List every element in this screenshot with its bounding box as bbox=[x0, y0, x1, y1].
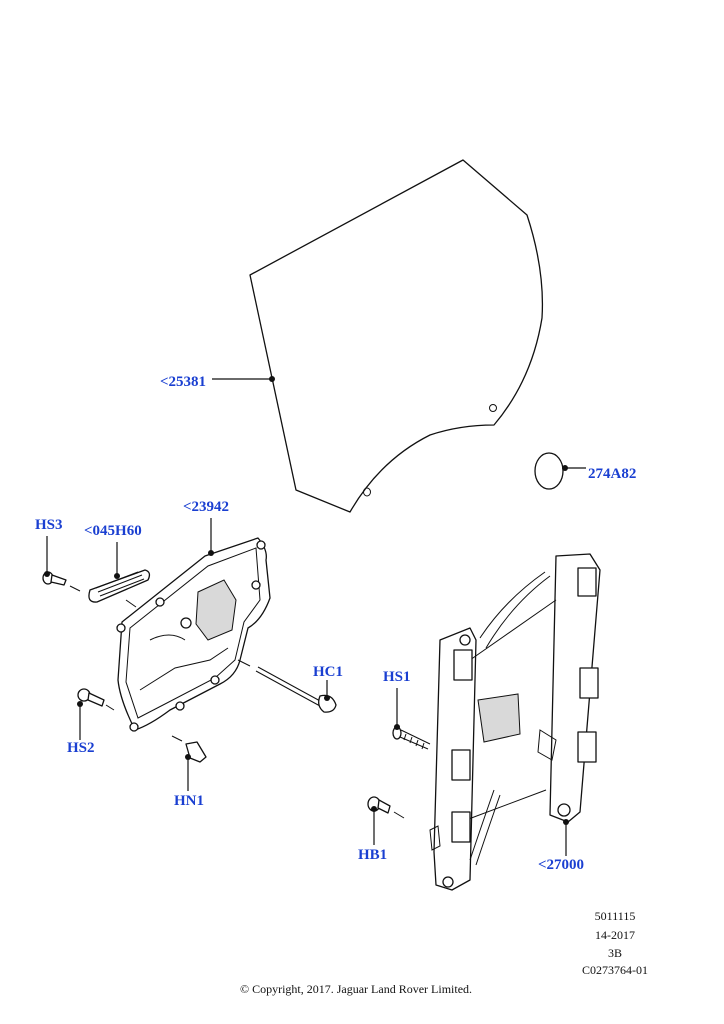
revision: 3B bbox=[608, 946, 622, 960]
callout-motor-panel[interactable]: <23942 bbox=[183, 499, 229, 515]
callout-hc1[interactable]: HC1 bbox=[313, 664, 343, 680]
callout-hn1[interactable]: HN1 bbox=[174, 793, 204, 809]
door-glass[interactable] bbox=[249, 159, 544, 513]
cable-clip-hc1[interactable] bbox=[237, 659, 337, 713]
screw-hs1[interactable] bbox=[392, 726, 431, 750]
trim-strip[interactable] bbox=[88, 569, 151, 608]
window-regulator[interactable] bbox=[429, 553, 601, 891]
motor-panel[interactable] bbox=[116, 537, 271, 732]
callout-seal-ring[interactable]: 274A82 bbox=[588, 466, 636, 482]
callout-hs1[interactable]: HS1 bbox=[383, 669, 411, 685]
callout-hb1[interactable]: HB1 bbox=[358, 847, 387, 863]
date-code: 14-2017 bbox=[595, 928, 635, 942]
callout-glass[interactable]: <25381 bbox=[160, 374, 206, 390]
bolt-hb1[interactable] bbox=[367, 796, 405, 819]
copyright-notice: © Copyright, 2017. Jaguar Land Rover Lim… bbox=[240, 982, 472, 996]
ref-number: 5011115 bbox=[595, 909, 636, 923]
callout-hs3[interactable]: HS3 bbox=[35, 517, 63, 533]
callout-hs2[interactable]: HS2 bbox=[67, 740, 95, 756]
seal-ring[interactable] bbox=[534, 452, 564, 490]
callout-regulator[interactable]: <27000 bbox=[538, 857, 584, 873]
screw-hs2[interactable] bbox=[77, 688, 115, 711]
callout-strip[interactable]: <045H60 bbox=[84, 523, 142, 539]
leader-lines bbox=[44, 376, 586, 856]
drawing-id: C0273764-01 bbox=[582, 963, 648, 977]
